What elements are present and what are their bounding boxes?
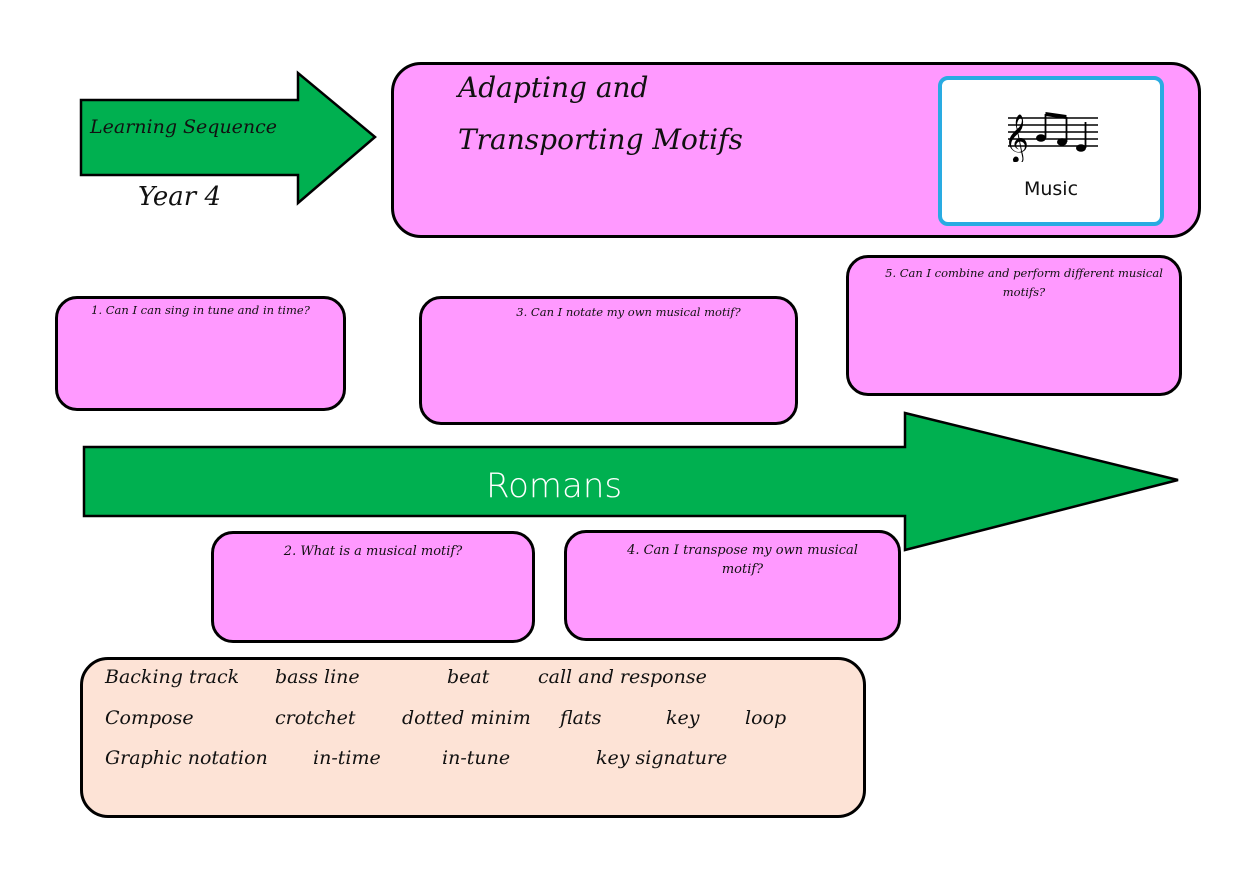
music-staff-icon: 𝄞 — [1004, 112, 1098, 162]
question-card-5: 5. Can I combine and perform different m… — [846, 255, 1182, 396]
vocab-word: call and response — [538, 666, 707, 688]
vocab-word: key signature — [596, 747, 728, 769]
vocabulary-box: Backing track bass line beat call and re… — [80, 657, 866, 818]
question-text: 1. Can I can sing in tune and in time? — [91, 303, 310, 317]
vocab-word: in-tune — [442, 747, 511, 769]
vocab-word: flats — [560, 707, 602, 729]
question-text: 5. Can I combine and perform different m… — [885, 266, 1163, 299]
subject-card: 𝄞 Music — [938, 76, 1164, 226]
vocab-word: Backing track — [105, 666, 240, 688]
svg-text:𝄞: 𝄞 — [1004, 113, 1029, 162]
learning-sequence-arrow — [79, 70, 377, 206]
vocab-row-1: Backing track bass line beat call and re… — [105, 666, 845, 696]
question-text: 3. Can I notate my own musical motif? — [516, 305, 741, 319]
vocab-word: beat — [447, 666, 490, 688]
vocab-word: bass line — [275, 666, 360, 688]
question-text: 4. Can I transpose my own musical motif? — [627, 543, 858, 577]
question-card-3: 3. Can I notate my own musical motif? — [419, 296, 798, 425]
year-label: Year 4 — [138, 182, 222, 212]
vocab-row-3: Graphic notation in-time in-tune key sig… — [105, 747, 845, 777]
question-card-1: 1. Can I can sing in tune and in time? — [55, 296, 346, 411]
vocab-word: crotchet — [275, 707, 356, 729]
page-title-line1: Adapting and — [458, 71, 649, 104]
vocab-word: dotted minim — [402, 707, 531, 729]
vocab-word: in-time — [313, 747, 381, 769]
vocab-word: loop — [745, 707, 787, 729]
vocab-word: Compose — [105, 707, 194, 729]
question-card-2: 2. What is a musical motif? — [211, 531, 535, 643]
learning-sequence-label: Learning Sequence — [90, 116, 278, 138]
vocab-row-2: Compose crotchet dotted minim flats key … — [105, 707, 845, 737]
question-text: 2. What is a musical motif? — [283, 544, 463, 559]
subject-label: Music — [1023, 178, 1079, 200]
question-card-4: 4. Can I transpose my own musical motif? — [564, 530, 901, 641]
topic-label: Romans — [486, 466, 623, 506]
vocab-word: key — [666, 707, 700, 729]
title-box: Adapting and Transporting Motifs 𝄞 Music — [391, 62, 1201, 238]
page-title-line2: Transporting Motifs — [458, 123, 743, 156]
romans-timeline-arrow — [82, 411, 1179, 552]
vocab-word: Graphic notation — [105, 747, 268, 769]
